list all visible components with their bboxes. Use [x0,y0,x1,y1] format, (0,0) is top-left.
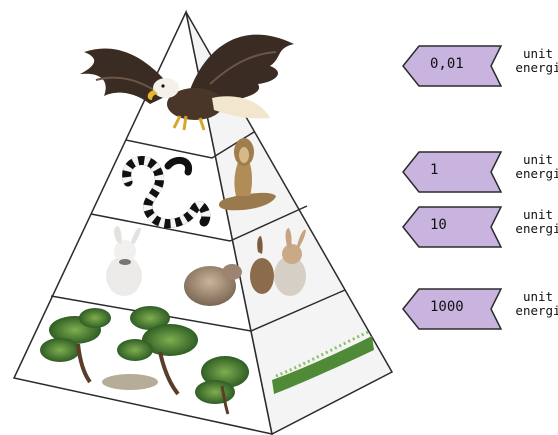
energy-unit: unit energi [508,208,558,236]
energy-tag-level-1: 0,01 unit energi [402,45,502,87]
energy-value: 1000 [430,299,464,315]
energy-tag-level-3: 10 unit energi [402,206,502,248]
tag-arrow-shape [402,206,502,248]
energy-unit: unit energi [508,47,558,75]
energy-value: 0,01 [430,56,464,72]
energy-tag-level-2: 1 unit energi [402,151,502,193]
energy-tag-level-4: 1000 unit energi [402,288,502,330]
energy-value: 10 [430,217,447,233]
tag-arrow-shape [402,151,502,193]
energy-value: 1 [430,162,438,178]
energy-unit: unit energi [508,290,558,318]
energy-unit: unit energi [508,153,558,181]
